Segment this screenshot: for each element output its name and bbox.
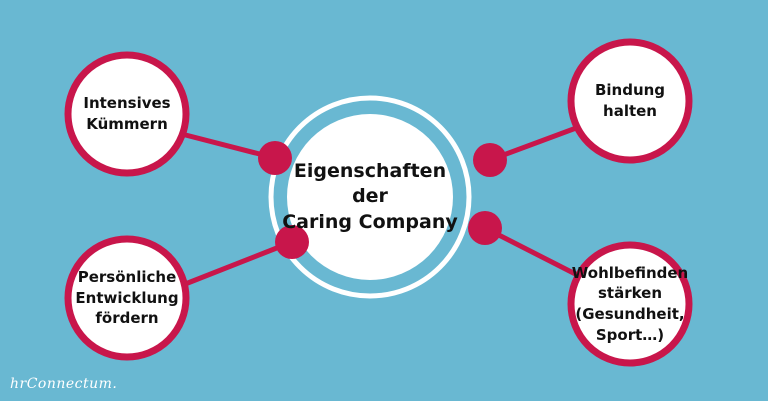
node-circle-top-left [64, 51, 190, 177]
connector-dot-bottom-left [275, 225, 309, 259]
center-label: Eigenschaften der Caring Company [275, 102, 465, 292]
node-circle-top-right [567, 38, 693, 164]
connector-top-left [169, 128, 276, 161]
node-circle-bottom-right [567, 241, 693, 367]
connector-dot-top-left [258, 141, 292, 175]
brand-logo: hrConnectum. [10, 376, 118, 392]
center-ring [268, 95, 472, 299]
node-label-wohlbefinden-staerken: Wohlbefinden stärken (Gesundheit, Sport…… [571, 263, 689, 344]
connector-dot-top-right [473, 143, 507, 177]
connector-dot-bottom-right [468, 211, 502, 245]
connector-bottom-left [169, 239, 293, 293]
center-label-text: Eigenschaften der Caring Company [282, 159, 458, 233]
node-bottom-right: Wohlbefinden stärken (Gesundheit, Sport…… [567, 241, 693, 367]
center-circle [287, 114, 453, 280]
node-top-right: Bindung halten [567, 38, 693, 164]
node-top-left: Intensives Kümmern [64, 51, 190, 177]
node-label-bindung-halten: Bindung halten [594, 81, 666, 120]
node-label-persoenliche-entwicklung: Persönliche Entwicklung fördern [75, 267, 179, 328]
node-label-intensives-kuemmern: Intensives Kümmern [83, 94, 171, 133]
node-circle-bottom-left [64, 235, 190, 361]
node-bottom-left: Persönliche Entwicklung fördern [64, 235, 190, 361]
